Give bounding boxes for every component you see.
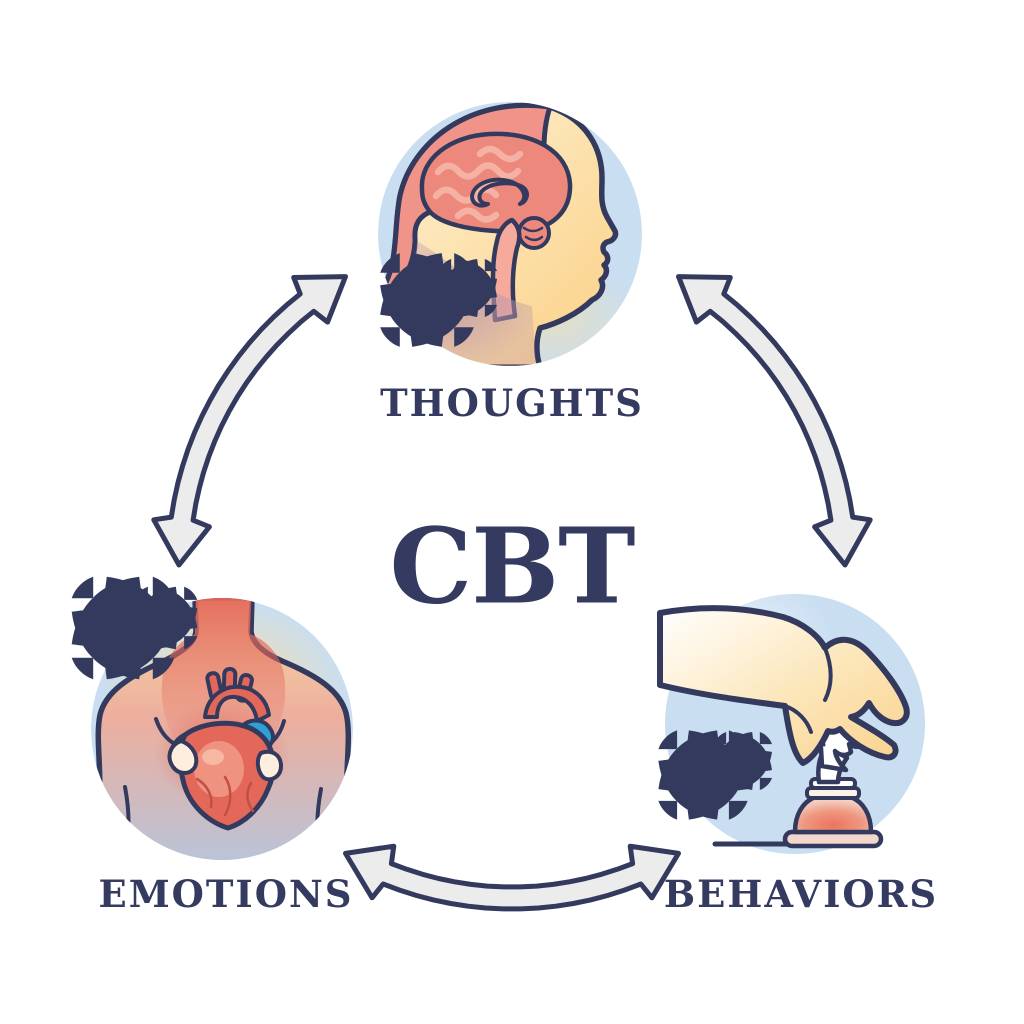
thoughts-node [370, 102, 642, 379]
emotions-sparkles [100, 604, 180, 651]
cerebellum [517, 216, 551, 250]
hand-creases [783, 646, 833, 734]
coronary-vessels [195, 775, 255, 817]
connection-arrows [151, 274, 873, 912]
emotions-node [81, 598, 353, 860]
thoughts-sparkles [406, 275, 481, 321]
heart-illustration [167, 667, 283, 831]
behaviors-label: BEHAVIORS [663, 872, 939, 916]
brain-illustration [419, 131, 573, 323]
sparkle-icon [730, 748, 756, 774]
arrow-thoughts-behaviors [676, 274, 873, 568]
hand [657, 605, 910, 766]
corpus-callosum [470, 177, 529, 208]
atrium-right [255, 749, 283, 782]
emotions-label: EMOTIONS [98, 872, 354, 916]
thoughts-label: THOUGHTS [380, 381, 644, 425]
brain-folds [432, 145, 524, 223]
head-brain-icon [378, 102, 642, 366]
behaviors-sparkles [683, 748, 756, 795]
arrow-thoughts-emotions [151, 274, 348, 568]
cbt-title: CBT [389, 504, 635, 628]
heart-highlight [194, 741, 244, 797]
cerebellum-folds [522, 226, 544, 242]
sparkle-icon [152, 604, 180, 632]
hand-chess-knight-icon [657, 605, 910, 849]
arrow-emotions-behaviors [343, 843, 681, 912]
heart-glint [202, 749, 224, 765]
knight-base-dome [792, 794, 874, 835]
sparkle-icon [455, 275, 481, 301]
atrium-left [167, 739, 199, 775]
behaviors-node [645, 569, 925, 854]
